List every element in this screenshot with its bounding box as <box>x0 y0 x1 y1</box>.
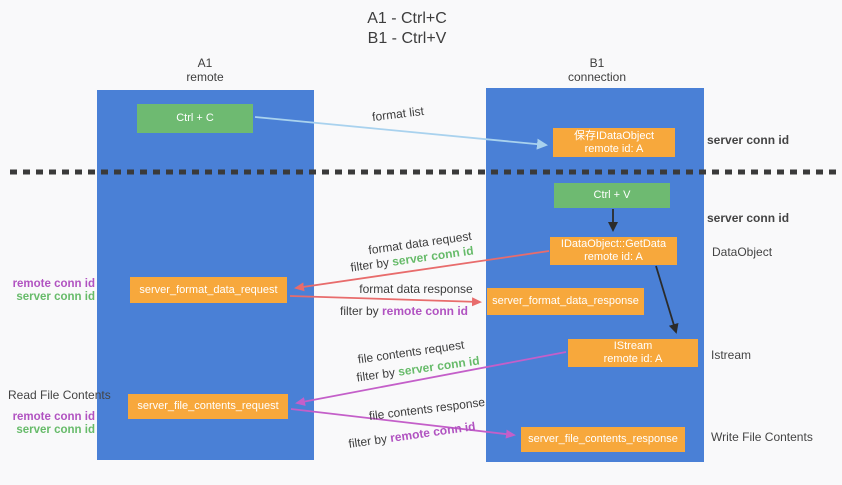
node-idataobject-getdata: IDataObject::GetData remote id: A <box>550 237 677 265</box>
annotation-server-conn-id-top: server conn id <box>707 133 790 147</box>
remote-conn-id-text: remote conn id <box>12 411 95 423</box>
title-line-1: A1 - Ctrl+C <box>367 10 447 27</box>
node-istream-line2: remote id: A <box>603 353 663 365</box>
node-server-file-contents-request-label: server_file_contents_request <box>137 400 279 412</box>
label-format-data-response: format data response <box>359 282 473 296</box>
node-server-file-contents-response: server_file_contents_response <box>521 427 685 452</box>
server-conn-id-text: server conn id <box>16 424 95 436</box>
node-server-file-contents-response-label: server_file_contents_response <box>528 433 678 445</box>
node-ctrl-c-label: Ctrl + C <box>176 112 214 124</box>
node-save-idataobject-line1: 保存IDataObject <box>573 129 655 142</box>
node-ctrl-c: Ctrl + C <box>137 104 253 133</box>
lane-header-a1: A1 remote <box>145 56 265 84</box>
node-server-format-data-request: server_format_data_request <box>130 277 287 303</box>
remote-conn-id-text: remote conn id <box>389 419 477 445</box>
lane-header-b1: B1 connection <box>537 56 657 84</box>
filter-by-text: filter by <box>347 431 392 451</box>
format-data-response-arrow <box>289 295 482 307</box>
node-server-file-contents-request: server_file_contents_request <box>128 394 288 419</box>
remote-conn-id-text: remote conn id <box>12 278 95 290</box>
annotation-dataobject: DataObject <box>712 245 773 259</box>
filter-by-text: filter by <box>339 304 382 318</box>
annotation-write-file-contents: Write File Contents <box>711 430 813 444</box>
label-format-list: format list <box>371 103 425 125</box>
annotation-istream: Istream <box>711 348 752 362</box>
node-istream-line1: IStream <box>613 340 653 352</box>
annotation-conn-ids-format: remote conn id server conn id <box>10 278 95 304</box>
node-server-format-data-response-label: server_format_data_response <box>492 295 639 307</box>
lane-b1-subtitle: connection <box>567 70 627 84</box>
label-filter-by-remote-conn-id-1: filter by remote conn id <box>324 304 484 318</box>
lane-b1-name: B1 <box>589 56 605 70</box>
annotation-read-file-contents: Read File Contents <box>8 388 111 402</box>
lane-a1-name: A1 <box>197 56 213 70</box>
title-line-2: B1 - Ctrl+V <box>367 30 447 47</box>
annotation-server-conn-id-mid: server conn id <box>707 211 790 225</box>
lane-a1-subtitle: remote <box>186 70 224 84</box>
server-conn-id-text: server conn id <box>16 291 95 303</box>
node-server-format-data-response: server_format_data_response <box>487 288 644 315</box>
node-save-idataobject-line2: remote id: A <box>584 142 644 155</box>
node-save-idataobject: 保存IDataObject remote id: A <box>553 128 675 157</box>
node-ctrl-v-label: Ctrl + V <box>593 189 631 201</box>
remote-conn-id-text: remote conn id <box>382 304 469 318</box>
node-ctrl-v: Ctrl + V <box>554 183 670 208</box>
diagram-title: A1 - Ctrl+C B1 - Ctrl+V <box>297 9 517 49</box>
annotation-conn-ids-file: remote conn id server conn id <box>10 411 95 437</box>
node-getdata-line2: remote id: A <box>584 251 643 263</box>
filter-by-text: filter by <box>355 364 400 385</box>
node-istream: IStream remote id: A <box>568 339 698 367</box>
node-getdata-line1: IDataObject::GetData <box>560 238 667 250</box>
node-server-format-data-request-label: server_format_data_request <box>139 283 278 296</box>
